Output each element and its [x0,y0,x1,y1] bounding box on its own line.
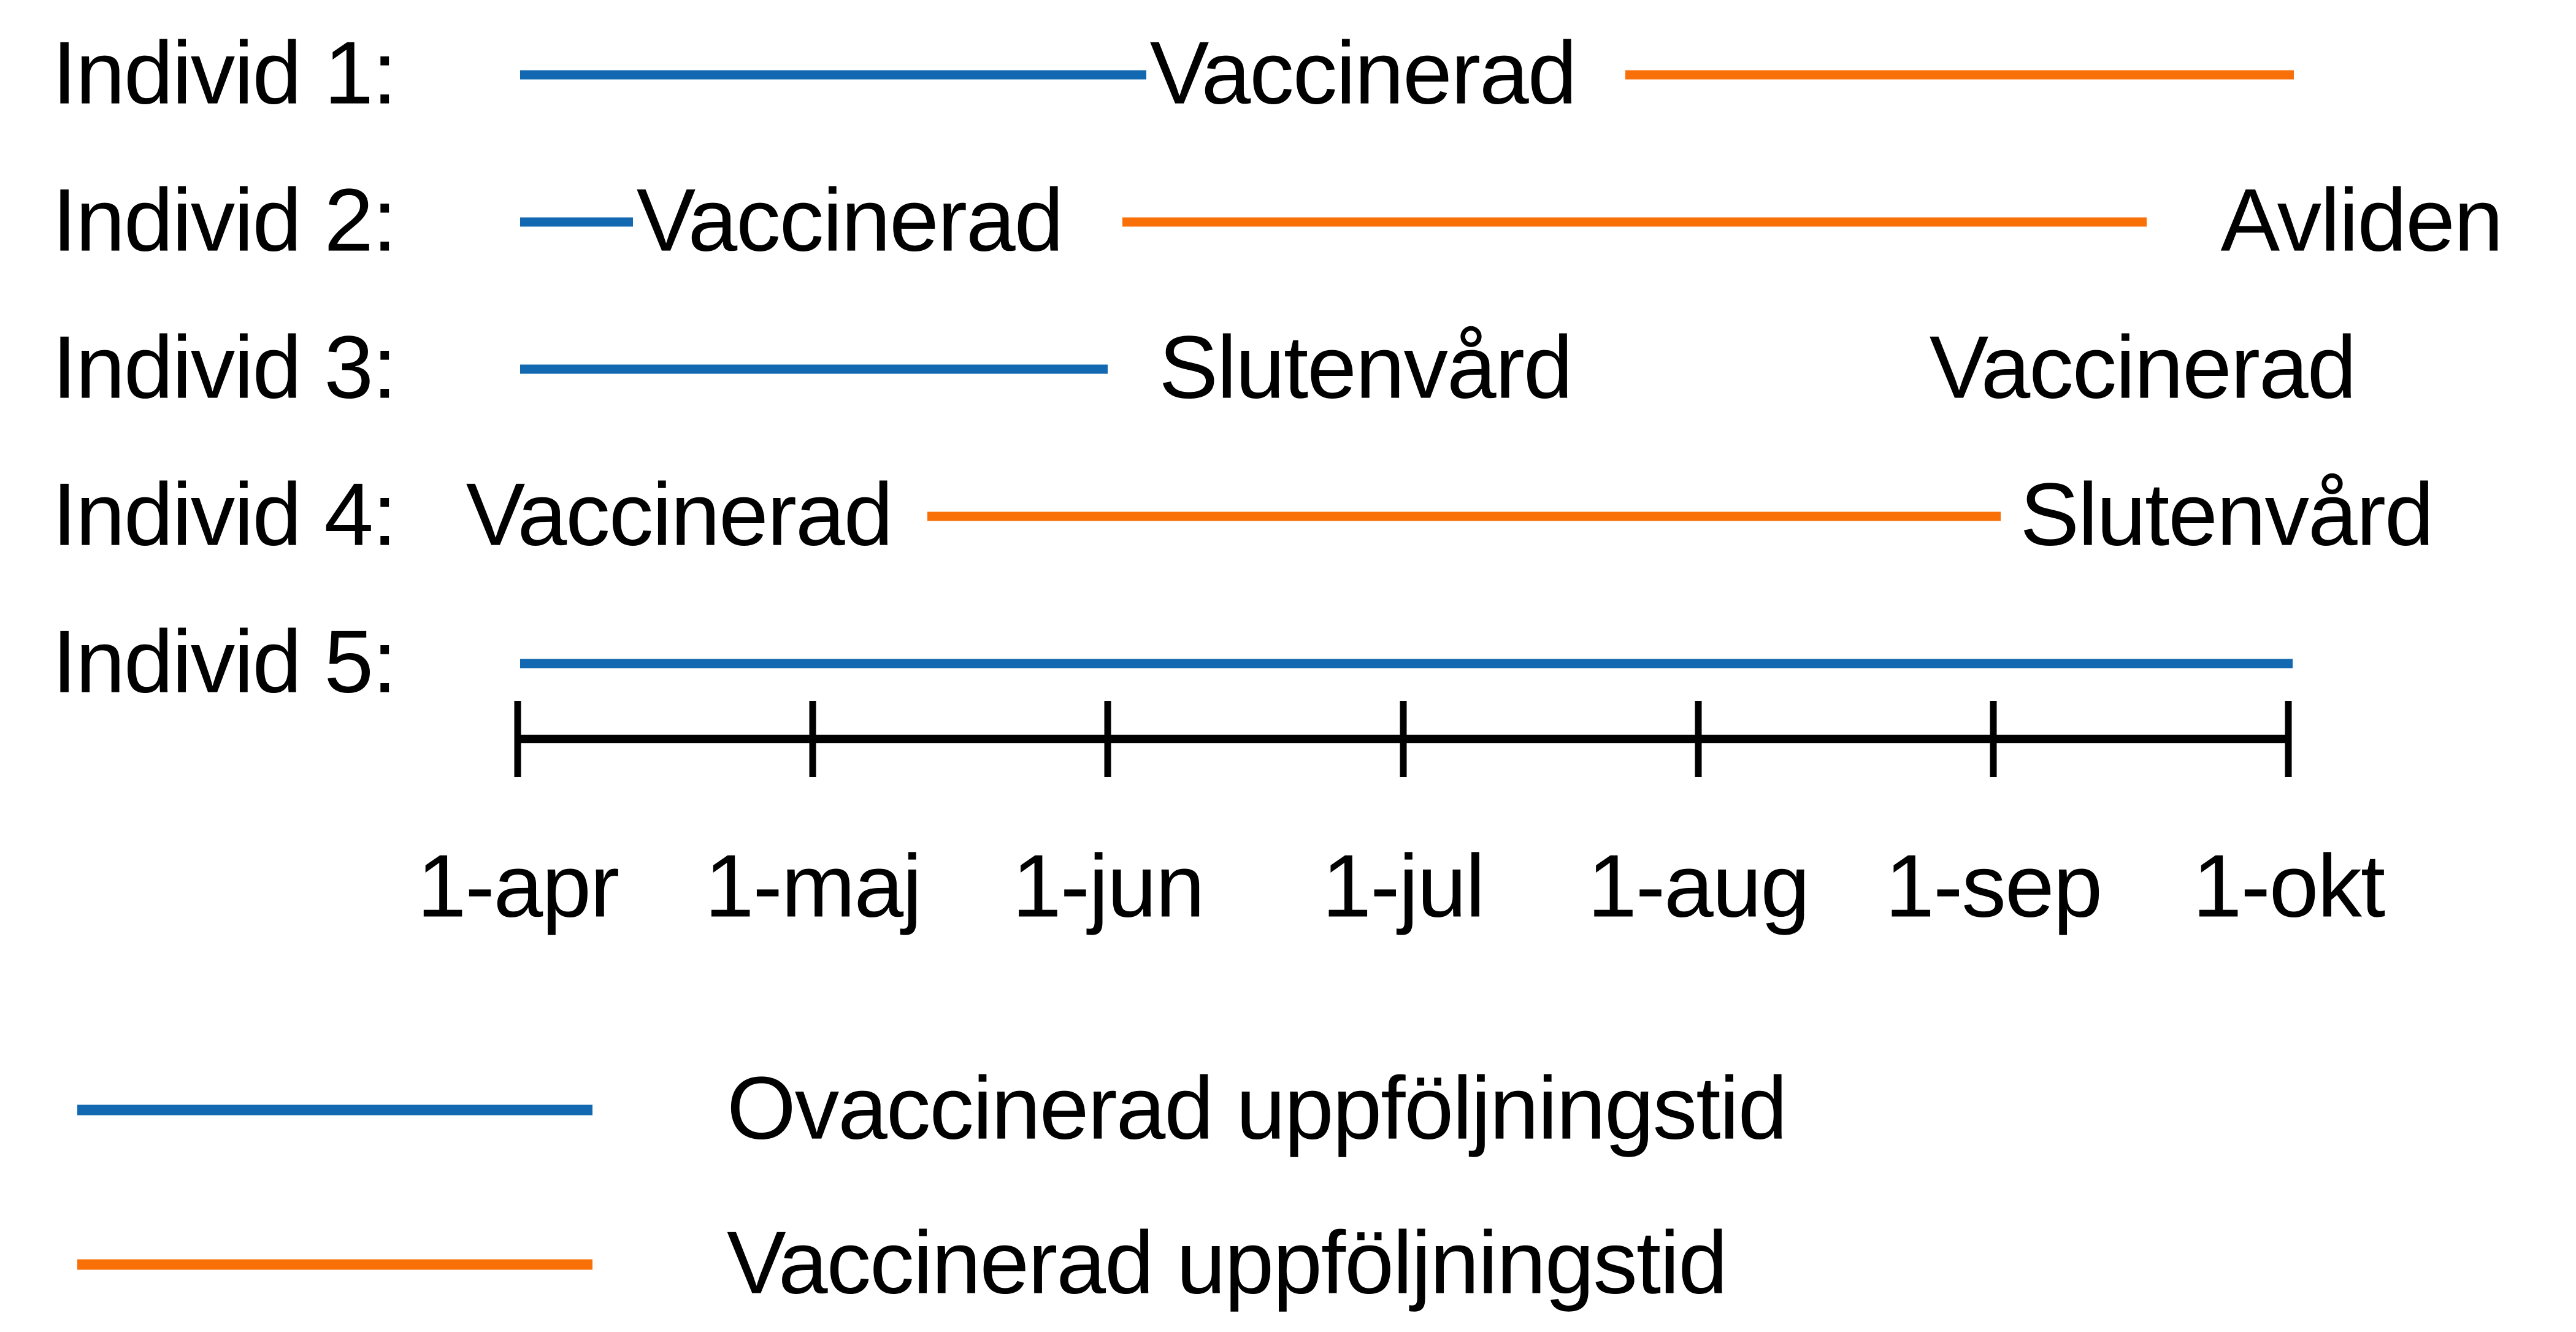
followup-line-unvaccinated [520,364,1108,374]
event-label: Slutenvård [1159,317,1573,417]
followup-line-unvaccinated [520,659,2293,668]
event-label: Avliden [2220,170,2504,270]
individual-label: Individ 2: [52,170,397,270]
followup-line-unvaccinated [520,70,1146,80]
axis-tick-label: 1-jul [1322,836,1485,936]
axis-tick-label: 1-apr [416,836,619,936]
legend-line-unvaccinated [77,1104,592,1116]
axis-tick [809,701,816,777]
axis-tick [514,701,521,777]
legend-label: Ovaccinerad uppföljningstid [727,1058,1787,1158]
event-label: Vaccinerad [1149,23,1577,123]
axis-tick-label: 1-sep [1885,836,2103,936]
axis-tick-label: 1-maj [704,836,922,936]
individual-label: Individ 3: [52,317,397,417]
individual-label: Individ 1: [52,23,397,123]
axis-tick [1990,701,1997,777]
legend-label: Vaccinerad uppföljningstid [727,1212,1728,1312]
axis-tick-label: 1-okt [2192,836,2385,936]
axis-tick [1695,701,1702,777]
legend-line-vaccinated [77,1259,592,1270]
followup-line-unvaccinated [520,217,633,227]
axis-tick [2285,701,2292,777]
event-label: Vaccinerad [636,170,1064,270]
followup-line-vaccinated [927,511,2001,521]
axis-tick-label: 1-aug [1587,836,1810,936]
followup-line-vaccinated [1122,217,2147,227]
event-label: Vaccinerad [466,464,894,564]
axis-tick [1400,701,1406,777]
individual-label: Individ 4: [52,464,397,564]
event-label: Slutenvård [2020,464,2434,564]
event-label: Vaccinerad [1929,317,2357,417]
axis-tick [1104,701,1111,777]
individual-label: Individ 5: [52,611,397,711]
axis-tick-label: 1-jun [1012,836,1205,936]
followup-line-vaccinated [1625,70,2294,80]
